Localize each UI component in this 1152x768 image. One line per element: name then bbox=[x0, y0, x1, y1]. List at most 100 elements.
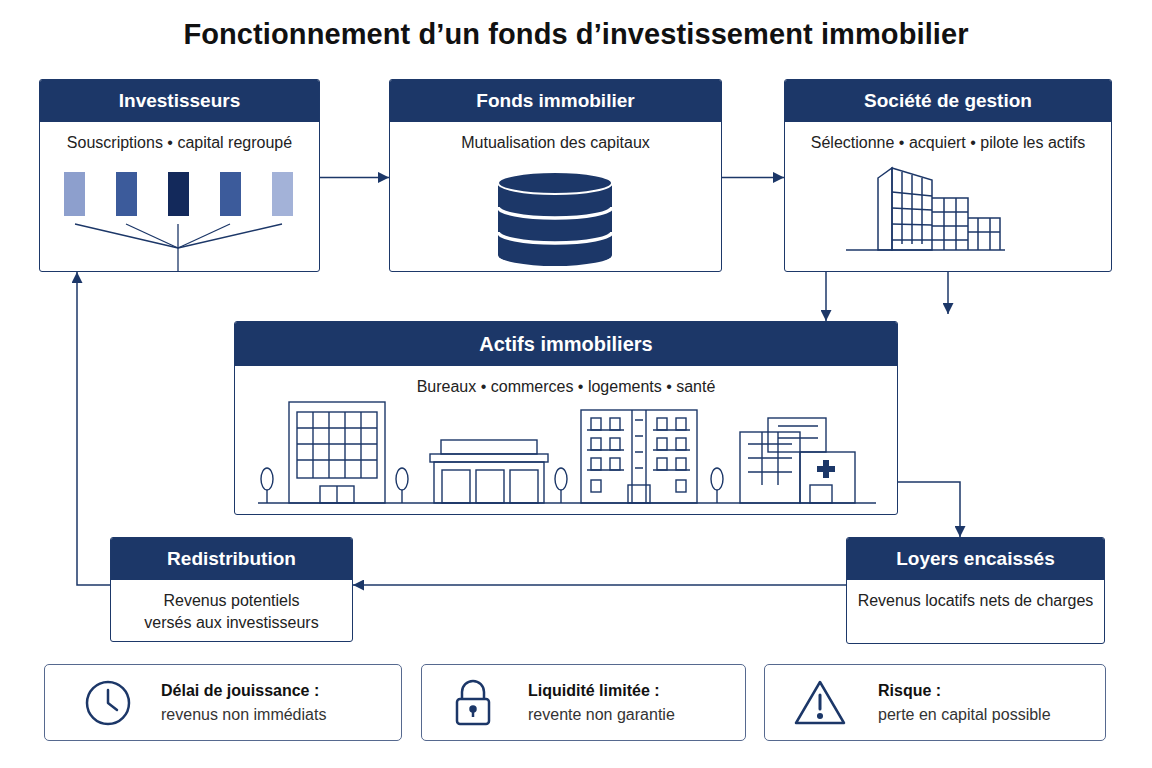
city-illustration bbox=[555, 468, 567, 490]
city-illustration bbox=[610, 418, 620, 430]
city-illustration bbox=[297, 428, 377, 460]
warning-icon bbox=[796, 682, 844, 723]
box-heading: Redistribution bbox=[111, 538, 352, 580]
box-text: revente non garantie bbox=[528, 703, 745, 726]
box-heading: Actifs immobiliers bbox=[235, 322, 897, 366]
building-icon bbox=[902, 172, 922, 244]
investor-bars bbox=[126, 224, 178, 248]
medical-cross bbox=[817, 466, 835, 472]
city-illustration bbox=[430, 454, 548, 462]
building-icon bbox=[892, 192, 932, 240]
arrow-stub bbox=[947, 272, 949, 314]
city-illustration bbox=[610, 438, 620, 450]
city-illustration bbox=[591, 480, 601, 492]
city-illustration bbox=[258, 502, 876, 503]
building-icon bbox=[846, 168, 1005, 250]
city-illustration bbox=[266, 490, 267, 503]
building-icon bbox=[968, 218, 1000, 250]
box-text: Revenus locatifs nets de charges bbox=[847, 580, 1104, 612]
lock-icon bbox=[471, 707, 476, 712]
flow-arrow bbox=[353, 584, 846, 586]
box-text: Revenus potentiels versés aux investisse… bbox=[111, 580, 352, 635]
process-box: Fonds immobilierMutualisation des capita… bbox=[389, 79, 722, 272]
building-icon bbox=[846, 249, 1005, 251]
database-icon bbox=[498, 172, 612, 266]
investor-bars bbox=[168, 172, 189, 216]
lock-icon bbox=[462, 681, 484, 700]
lock-icon bbox=[457, 699, 489, 724]
city-illustration bbox=[258, 402, 876, 503]
medical-cross bbox=[817, 460, 835, 478]
diagram-title: Fonctionnement d’un fonds d’investisseme… bbox=[0, 18, 1152, 51]
building-icon bbox=[968, 218, 1000, 250]
city-illustration bbox=[587, 430, 690, 470]
city-illustration bbox=[778, 426, 818, 438]
city-illustration bbox=[610, 458, 620, 470]
database-icon bbox=[498, 232, 612, 243]
city-illustration bbox=[635, 420, 643, 468]
box-heading: Société de gestion bbox=[785, 80, 1111, 122]
city-illustration bbox=[748, 432, 792, 485]
lock-icon bbox=[457, 681, 489, 724]
lock-icon bbox=[472, 711, 475, 717]
info-box: Délai de jouissance :revenus non immédia… bbox=[44, 664, 402, 741]
investor-bars bbox=[177, 224, 178, 272]
city-illustration bbox=[768, 418, 826, 452]
warning-icon bbox=[818, 714, 822, 718]
city-illustration bbox=[591, 438, 601, 450]
investor-bars bbox=[64, 172, 293, 272]
city-illustration bbox=[476, 470, 504, 503]
box-heading: Investisseurs bbox=[40, 80, 319, 122]
process-box: Loyers encaissésRevenus locatifs nets de… bbox=[846, 537, 1105, 644]
building-icon bbox=[932, 198, 968, 250]
investor-bars bbox=[272, 172, 293, 216]
city-illustration bbox=[632, 410, 646, 503]
flow-arrow bbox=[898, 482, 960, 537]
city-illustration bbox=[591, 418, 601, 430]
building-icon bbox=[892, 168, 932, 250]
box-heading: Fonds immobilier bbox=[390, 80, 721, 122]
clock-icon bbox=[87, 682, 129, 724]
city-illustration bbox=[676, 480, 686, 492]
city-illustration bbox=[657, 438, 667, 450]
building-icon bbox=[878, 168, 892, 250]
city-illustration bbox=[396, 468, 408, 490]
city-illustration bbox=[261, 468, 273, 490]
investor-bars bbox=[64, 172, 85, 216]
warning-icon bbox=[819, 695, 822, 709]
city-illustration bbox=[289, 402, 385, 503]
investor-bars bbox=[75, 224, 282, 272]
city-illustration bbox=[297, 412, 377, 478]
city-illustration bbox=[510, 470, 538, 503]
medical-cross bbox=[823, 460, 829, 478]
investor-bars bbox=[75, 224, 178, 248]
city-illustration bbox=[591, 458, 601, 470]
investor-bars bbox=[178, 224, 230, 248]
clock-icon bbox=[87, 682, 129, 724]
box-heading: Liquidité limitée : bbox=[528, 679, 745, 702]
city-illustration bbox=[336, 486, 337, 503]
box-heading: Délai de jouissance : bbox=[161, 679, 401, 702]
city-illustration bbox=[676, 418, 686, 430]
box-text: Mutualisation des capitaux bbox=[390, 122, 721, 154]
box-heading: Loyers encaissés bbox=[847, 538, 1104, 580]
box-heading: Risque : bbox=[878, 679, 1105, 702]
investor-bars bbox=[116, 172, 137, 216]
city-illustration bbox=[313, 412, 361, 478]
city-illustration bbox=[442, 470, 470, 503]
database-icon bbox=[498, 183, 612, 266]
building-icon bbox=[932, 198, 968, 250]
box-text: Souscriptions • capital regroupé bbox=[40, 122, 319, 154]
box-text: revenus non immédiats bbox=[161, 703, 401, 726]
investor-bars bbox=[220, 172, 241, 216]
database-icon bbox=[498, 207, 612, 218]
city-illustration bbox=[716, 490, 717, 503]
city-illustration bbox=[401, 490, 402, 503]
city-illustration bbox=[560, 490, 561, 503]
flow-arrow bbox=[320, 177, 389, 179]
box-text: Sélectionne • acquiert • pilote les acti… bbox=[785, 122, 1111, 154]
